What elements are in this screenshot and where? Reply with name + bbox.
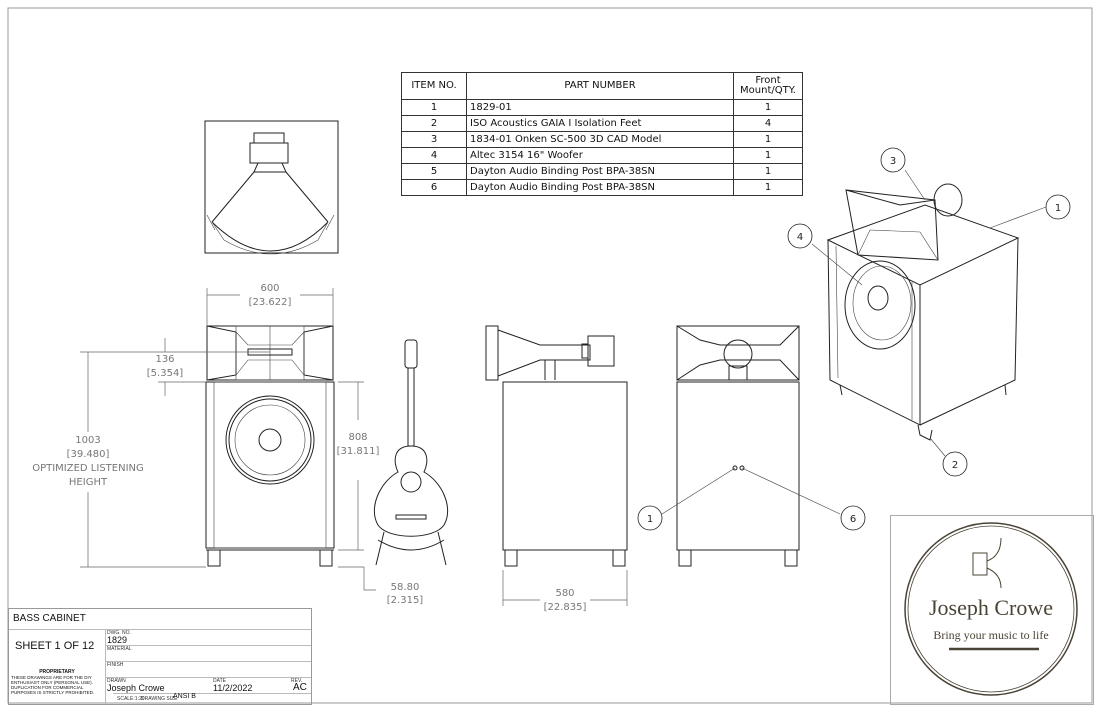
bom-header-part: PART NUMBER — [466, 72, 734, 100]
bom-qty: 1 — [733, 163, 803, 180]
bom-qty: 1 — [733, 99, 803, 116]
dim-listening-label-2: HEIGHT — [69, 477, 108, 488]
dim-listening-in: [39.480] — [67, 449, 110, 460]
dwg-no-label: DWG. NO. — [107, 630, 131, 636]
bom-item: 2 — [401, 115, 467, 132]
bom-qty: 1 — [733, 147, 803, 164]
balloon-rear-1: 1 — [647, 514, 653, 525]
bom-item: 4 — [401, 147, 467, 164]
dim-listening-mm: 1003 — [75, 435, 100, 446]
brand-logo: Joseph Crowe Bring your music to life — [890, 515, 1094, 705]
logo-name: Joseph Crowe — [929, 595, 1053, 620]
bom-header-qty: Front Mount/QTY. — [733, 72, 803, 100]
side-view: 580 [22.835] — [485, 325, 628, 613]
isometric-view — [826, 183, 1020, 441]
bom-item: 6 — [401, 179, 467, 196]
bom-part: Dayton Audio Binding Post BPA-38SN — [466, 179, 734, 196]
bom-part: Altec 3154 16" Woofer — [466, 147, 734, 164]
sheet-number: SHEET 1 OF 12 — [15, 640, 95, 652]
dim-width-mm: 600 — [260, 283, 279, 294]
bom-qty: 4 — [733, 115, 803, 132]
balloon-2: 2 — [952, 460, 958, 471]
balloons: 3 1 4 2 1 6 — [637, 147, 1071, 531]
bom-header-item: ITEM NO. — [401, 72, 467, 100]
balloon-3: 3 — [890, 156, 896, 167]
dim-listening-label: OPTIMIZED LISTENING — [32, 463, 144, 474]
dim-width-in: [23.622] — [249, 297, 292, 308]
guitar-reference — [373, 339, 449, 566]
date-label: DATE — [213, 678, 226, 684]
rev-label: REV. — [291, 678, 303, 684]
bom-item: 1 — [401, 99, 467, 116]
drawn-by: Joseph Crowe — [107, 683, 165, 693]
logo-emblem: Joseph Crowe Bring your music to life — [904, 522, 1078, 696]
drawing-size: ANSI B — [173, 693, 196, 700]
rear-view — [661, 325, 841, 567]
balloon-4: 4 — [797, 232, 803, 243]
bom-item: 5 — [401, 163, 467, 180]
bom-item: 3 — [401, 131, 467, 148]
front-view — [205, 325, 335, 567]
dim-depth-mm: 580 — [555, 588, 574, 599]
bom-part: 1829-01 — [466, 99, 734, 116]
scale: SCALE:1:20 — [117, 696, 145, 702]
title-block: BASS CABINET SHEET 1 OF 12 PROPRIETARY T… — [8, 608, 312, 705]
date: 11/2/2022 — [213, 683, 253, 693]
drawn-label: DRAWN — [107, 678, 126, 684]
bom-part: 1834-01 Onken SC-500 3D CAD Model — [466, 131, 734, 148]
logo-tagline: Bring your music to life — [933, 628, 1048, 642]
front-dimensions: 600 [23.622] 136 [5.354] 1003 [39.480] O… — [32, 283, 423, 606]
speaker-icon — [972, 537, 1002, 589]
dwg-no: 1829 — [107, 635, 128, 645]
balloon-6: 6 — [850, 514, 856, 525]
finish-label: FINISH — [107, 662, 124, 668]
dim-feet-in: [2.315] — [387, 595, 424, 606]
dim-cabinet-in: [31.811] — [337, 446, 380, 457]
bom-part: Dayton Audio Binding Post BPA-38SN — [466, 163, 734, 180]
size-label: DRAWING SIZE — [141, 696, 178, 702]
dim-horn-in: [5.354] — [147, 368, 184, 379]
sheet-border — [7, 7, 1093, 704]
revision: AC — [293, 682, 307, 693]
bom-qty: 1 — [733, 179, 803, 196]
bom-qty: 1 — [733, 131, 803, 148]
proprietary-notice: THESE DRAWINGS ARE FOR THE DIY ENTHUSIAS… — [11, 675, 95, 695]
proprietary-title: PROPRIETARY — [39, 669, 75, 675]
dim-cabinet-mm: 808 — [348, 432, 367, 443]
drawing-title: BASS CABINET — [13, 613, 86, 624]
dim-depth-in: [22.835] — [544, 602, 587, 613]
material-label: MATERIAL — [107, 646, 132, 652]
balloon-1: 1 — [1055, 203, 1061, 214]
bom-part: ISO Acoustics GAIA I Isolation Feet — [466, 115, 734, 132]
top-view — [204, 120, 339, 255]
dim-horn-mm: 136 — [155, 354, 174, 365]
dim-feet-mm: 58.80 — [391, 582, 420, 593]
